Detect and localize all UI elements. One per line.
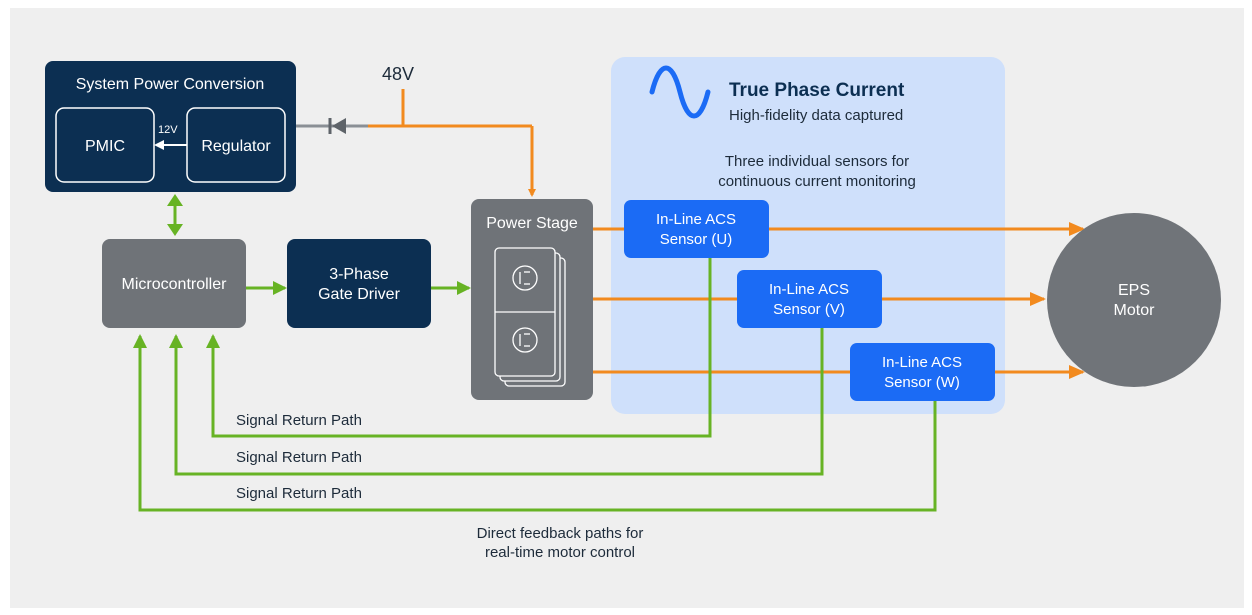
- sensor-u-line2: Sensor (U): [660, 231, 733, 248]
- sensor-v-line2: Sensor (V): [773, 301, 845, 318]
- power-stage-label: Power Stage: [486, 215, 578, 232]
- sensor-w-line2: Sensor (W): [884, 374, 960, 391]
- feedback-caption-line1: Direct feedback paths for: [477, 525, 644, 542]
- motor-line1: EPS: [1118, 282, 1150, 299]
- pmic-label: PMIC: [85, 138, 125, 155]
- supply-48v-label: 48V: [382, 64, 414, 84]
- mosfet-icon: [494, 247, 566, 387]
- signal-return-label-u: Signal Return Path: [236, 412, 362, 429]
- gate-driver-line1: 3-Phase: [329, 266, 389, 283]
- true-phase-subtitle: High-fidelity data captured: [729, 107, 903, 124]
- signal-return-label-w: Signal Return Path: [236, 485, 362, 502]
- system-power-conversion-block: [45, 61, 296, 192]
- system-power-title: System Power Conversion: [76, 76, 265, 93]
- supply-48v-wire: [366, 89, 536, 197]
- sensor-u-line1: In-Line ACS: [656, 211, 736, 228]
- sensor-v-block: [737, 270, 882, 328]
- signal-return-label-v: Signal Return Path: [236, 449, 362, 466]
- regulator-label: Regulator: [201, 138, 271, 155]
- sensor-u-block: [624, 200, 769, 258]
- eps-motor: [1047, 213, 1221, 387]
- feedback-path-u: [206, 258, 712, 438]
- microcontroller-label: Microcontroller: [122, 276, 228, 293]
- feedback-caption-line2: real-time motor control: [485, 544, 635, 561]
- power-mcu-arrow-down: [167, 224, 183, 236]
- sensor-w-line1: In-Line ACS: [882, 354, 962, 371]
- true-phase-desc-line1: Three individual sensors for: [725, 153, 909, 170]
- power-mcu-arrow-up: [167, 194, 183, 206]
- sine-wave-icon: [649, 65, 711, 119]
- diode-icon: [296, 118, 368, 134]
- sensor-w-block: [850, 343, 995, 401]
- feedback-path-w: [133, 334, 937, 512]
- v12-label: 12V: [158, 124, 178, 136]
- true-phase-desc-line2: continuous current monitoring: [718, 173, 916, 190]
- microcontroller-block: [102, 239, 246, 328]
- sensor-v-line1: In-Line ACS: [769, 281, 849, 298]
- feedback-path-v: [169, 328, 824, 476]
- gate-driver-block: [287, 239, 431, 328]
- gate-driver-line2: Gate Driver: [318, 286, 400, 303]
- motor-line2: Motor: [1114, 302, 1156, 319]
- true-phase-title: True Phase Current: [729, 80, 905, 101]
